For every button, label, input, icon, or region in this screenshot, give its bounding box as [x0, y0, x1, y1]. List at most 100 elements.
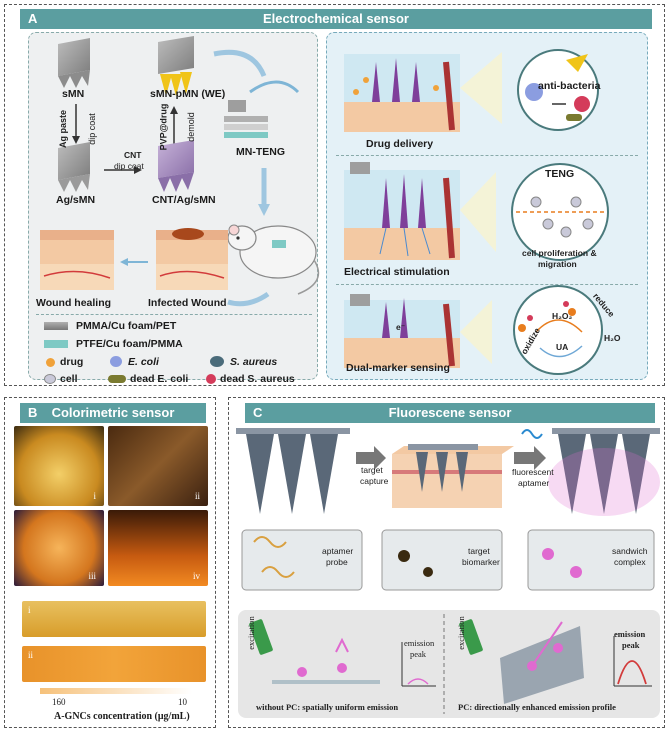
drug-icon — [46, 358, 55, 367]
sandwich-complex-zoom — [527, 529, 655, 591]
panel-a-title: Electrochemical sensor — [263, 11, 409, 26]
photo-ii-label: ii — [194, 491, 200, 501]
pvp-drug-label: PVP@drug — [158, 103, 169, 151]
strip-i-label: i — [28, 605, 31, 615]
without-pc-caption: without PC: spatially uniform emission — [256, 702, 399, 712]
smn-chip — [58, 38, 90, 88]
ag-smn-label: Ag/sMN — [56, 194, 96, 206]
photo-ii: ii — [108, 426, 208, 506]
infected-wound-skin — [156, 228, 228, 290]
excitation-label-left: excitation — [245, 616, 256, 650]
saureus-icon — [210, 356, 224, 367]
legend-dead-ecoli: dead E. coli — [130, 373, 189, 385]
legend-divider — [36, 314, 312, 315]
panel-b-letter: B — [28, 405, 38, 420]
emission-peak-right-1: emission — [614, 629, 646, 639]
divider-1 — [336, 155, 638, 156]
cell-icon — [44, 374, 56, 384]
mn-teng-device — [224, 80, 300, 138]
fluorescent-aptamer-label-2: aptamer — [518, 478, 550, 488]
sensing-circle — [513, 285, 603, 375]
strip-ii-label: ii — [28, 650, 34, 660]
mouse-illustration — [227, 224, 320, 295]
panel-c-letter: C — [253, 405, 263, 420]
photo-i: i — [14, 426, 104, 506]
cnt-ag-smn-label: CNT/Ag/sMN — [152, 194, 216, 206]
panel-b-header: B Colorimetric sensor — [20, 403, 206, 423]
panel-c-title: Fluorescene sensor — [388, 405, 512, 420]
fabrication-subpanel — [28, 32, 318, 380]
smn-label: sMN — [62, 88, 85, 100]
strip-i: i — [22, 601, 206, 637]
emission-peak-right-2: peak — [622, 640, 640, 650]
electron-label: e⁻ — [396, 322, 406, 332]
cell-proliferation-label: cell proliferation & — [522, 248, 597, 258]
panel-a-letter: A — [28, 11, 38, 26]
pmma-swatch — [44, 322, 68, 330]
emission-peak-left-2: peak — [410, 649, 427, 659]
electrical-stimulation-skin — [344, 162, 460, 260]
h2o2-label: H₂O₂ — [552, 311, 573, 321]
target-biomarker-label-1: target — [468, 546, 490, 556]
ptfe-swatch — [44, 340, 68, 348]
ag-paste-label: Ag paste — [58, 109, 69, 149]
photo-iv-label: iv — [192, 571, 200, 581]
legend-saureus: S. aureus — [230, 356, 278, 368]
mn-teng-label: MN-TENG — [236, 146, 285, 158]
cnt-ag-smn-chip — [158, 140, 194, 192]
function-graphics — [344, 49, 609, 375]
target-capture-label-1: target — [361, 465, 383, 475]
conc-low-label: 10 — [178, 697, 187, 707]
target-biomarker-label-2: biomarker — [462, 557, 500, 567]
sandwich-complex-label-2: complex — [614, 557, 646, 567]
aptamer-probe-label-1: aptamer — [322, 546, 354, 556]
panel-b-title: Colorimetric sensor — [51, 405, 175, 420]
emission-peak-left-1: emission — [404, 638, 435, 648]
target-biomarker-zoom — [381, 529, 503, 591]
fluorescent-aptamer-label-1: fluorescent — [512, 467, 554, 477]
legend-ptfe: PTFE/Cu foam/PMMA — [76, 338, 183, 350]
sandwich-complex-label-1: sandwich — [612, 546, 648, 556]
photo-i-label: i — [93, 491, 96, 501]
ua-label: UA — [556, 342, 569, 352]
legend-cell: cell — [60, 373, 78, 385]
with-pc-caption: PC: directionally enhanced emission prof… — [458, 702, 616, 712]
panel-c-frame — [228, 397, 665, 728]
photo-iii-label: iii — [88, 571, 96, 581]
concentration-axis-label: A-GNCs concentration (μg/mL) — [54, 711, 190, 722]
microneedle-array-right — [548, 428, 660, 516]
target-capture-label-2: capture — [360, 476, 389, 486]
concentration-gradient-bar — [40, 688, 192, 694]
drug-delivery-label: Drug delivery — [366, 138, 434, 150]
photo-iii: iii — [14, 510, 104, 586]
panel-a-frame — [4, 4, 665, 386]
divider-2 — [336, 284, 638, 285]
migration-label: migration — [538, 259, 577, 269]
photo-iv: iv — [108, 510, 208, 586]
dual-marker-label: Dual-marker sensing — [346, 362, 450, 374]
legend-drug: drug — [60, 356, 84, 368]
dual-marker-skin — [344, 294, 460, 368]
electrical-stimulation-label: Electrical stimulation — [344, 266, 450, 278]
strip-ii: ii — [22, 646, 206, 682]
legend-dead-saureus: dead S. aureus — [220, 373, 295, 385]
fluorescence-graphics — [236, 428, 660, 718]
anti-bacteria-label: anti-bacteria — [538, 80, 601, 92]
dead-ecoli-icon — [108, 375, 126, 383]
ecoli-icon — [110, 356, 122, 367]
conc-high-label: 160 — [52, 697, 66, 707]
legend-pmma: PMMA/Cu foam/PET — [76, 320, 177, 332]
panel-a-header: A Electrochemical sensor — [20, 9, 652, 29]
wound-healing-label: Wound healing — [36, 297, 112, 309]
drug-delivery-skin — [344, 54, 460, 132]
teng-label: TENG — [545, 168, 575, 180]
wound-healing-skin — [40, 230, 114, 290]
smn-pmn-chip — [158, 36, 194, 96]
dead-saureus-icon — [206, 374, 216, 384]
infected-wound-label: Infected Wound — [148, 297, 227, 309]
excitation-label-right: excitation — [455, 616, 466, 650]
smn-pmn-label: sMN-pMN (WE) — [150, 88, 226, 100]
cnt-dip-coat-label: dip coat — [114, 161, 144, 171]
microneedle-array-left — [236, 428, 350, 514]
fabrication-graphics — [40, 36, 320, 307]
